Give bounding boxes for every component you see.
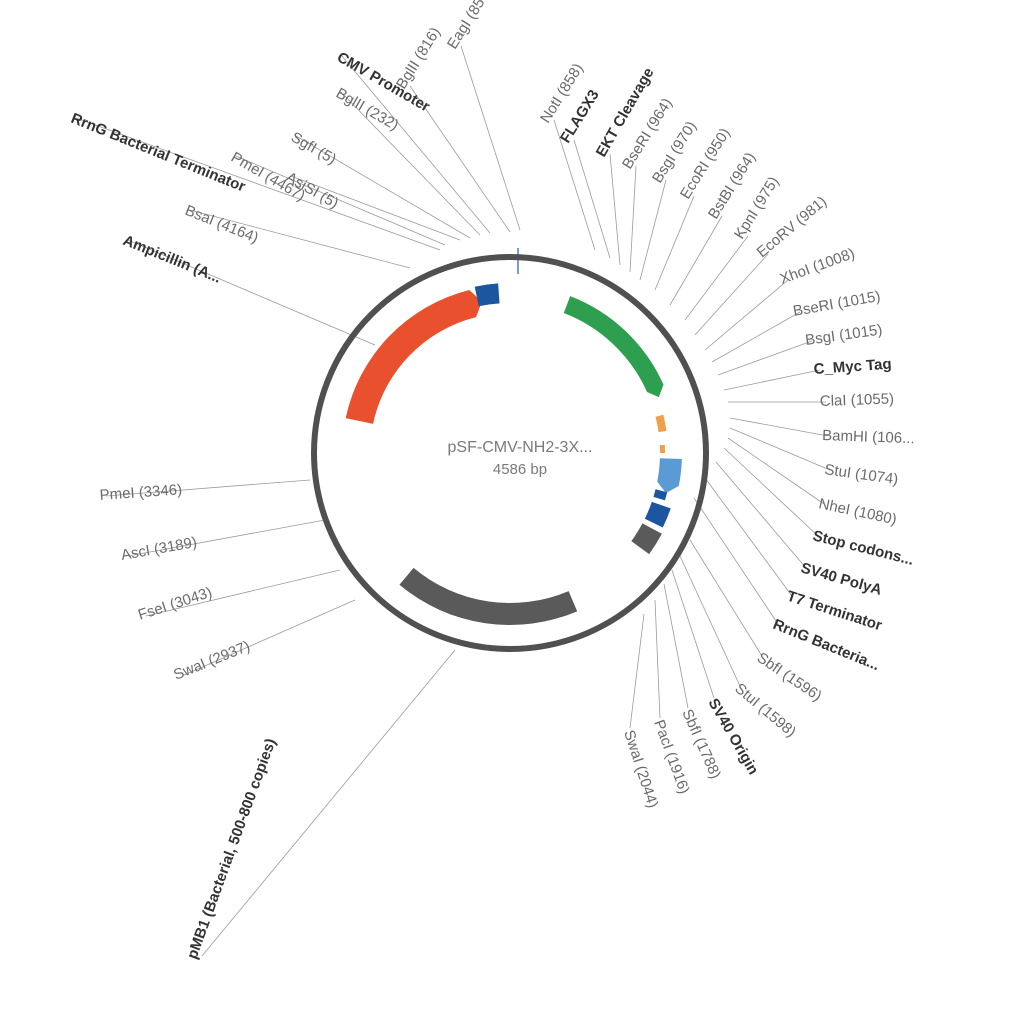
label-c-myc-tag: C_Myc Tag xyxy=(813,356,892,378)
leader-sbfi-1596-31 xyxy=(689,539,763,657)
leader-xhoi-1008-19 xyxy=(704,279,789,351)
leader-t7-terminator-29 xyxy=(704,477,793,597)
feature-pmb1-bacterial-500-800-copies xyxy=(399,567,578,625)
label-fsei-3043: FseI (3043) xyxy=(136,584,214,624)
leader-swai-2937-38 xyxy=(181,599,356,677)
leader-pmb1-bacterial-500-800-copies-37 xyxy=(201,649,456,957)
leader-pmei-3346-41 xyxy=(105,479,311,497)
feature-stop-codons xyxy=(659,444,665,453)
leader-bsai-4164-8 xyxy=(189,209,411,269)
leader-rrng-bacteria-30 xyxy=(693,497,779,625)
leader-sv40-polya-28 xyxy=(715,461,807,569)
label-sbfi-1596: SbfI (1596) xyxy=(754,649,825,705)
leader-ecori-950-15 xyxy=(654,195,695,291)
leader-stop-codons-27 xyxy=(723,447,819,537)
label-bsai-4164: BsaI (4164) xyxy=(183,202,261,247)
label-stui-1598: StuI (1598) xyxy=(731,680,799,741)
leader-pmei-4467-6 xyxy=(235,155,446,246)
label-stop-codons: Stop codons... xyxy=(811,527,915,568)
leader-bseri-964-13 xyxy=(629,165,637,273)
label-bamhi-106: BamHI (106... xyxy=(822,427,915,447)
leader-bglii-816-1 xyxy=(409,85,511,233)
label-eagi-856: EagI (856) xyxy=(444,0,496,52)
leader-bseri-1015-20 xyxy=(711,311,801,363)
label-sgfi-5: SgfI (5) xyxy=(288,129,339,168)
label-clai-1055: ClaI (1055) xyxy=(820,390,895,410)
label-asci-3189: AscI (3189) xyxy=(120,534,198,564)
leader-cmv-promoter-2 xyxy=(341,55,491,234)
label-bseri-1015: BseRI (1015) xyxy=(792,288,882,320)
leader-c-myc-tag-22 xyxy=(723,369,821,391)
label-swai-2937: SwaI (2937) xyxy=(171,638,252,684)
leader-ecorv-981-18 xyxy=(694,253,769,336)
plasmid-name: pSF-CMV-NH2-3X... xyxy=(448,439,593,456)
leader-asci-3189-40 xyxy=(127,519,326,557)
leader-ekt-cleavage-12 xyxy=(609,153,621,266)
feature-sv40-origin xyxy=(631,523,662,555)
leader-bglii-232-3 xyxy=(340,91,481,236)
leader-ampicillin-a-9 xyxy=(127,239,376,346)
feature-ampicillin-a xyxy=(345,289,482,424)
leader-asisi-5-5 xyxy=(290,175,461,241)
leader-sgfi-5-4 xyxy=(295,135,471,239)
leader-fsei-3043-39 xyxy=(145,569,341,617)
label-stui-1074: StuI (1074) xyxy=(823,461,899,488)
feature-t7-terminator xyxy=(653,489,668,501)
leader-stui-1074-25 xyxy=(729,427,831,471)
label-bsgi-1015: BsgI (1015) xyxy=(804,321,883,349)
leader-bstbi-964-16 xyxy=(669,215,723,306)
leader-noti-858-10 xyxy=(553,119,596,251)
leader-flagx3-11 xyxy=(573,139,611,259)
feature-c-myc-tag xyxy=(655,414,667,433)
leader-eagi-856-0 xyxy=(460,45,521,231)
leader-kpni-975-17 xyxy=(684,235,749,321)
label-swai-2044: SwaI (2044) xyxy=(620,728,661,810)
label-sv40-polya: SV40 PolyA xyxy=(799,560,884,599)
label-pmb1-bacterial-500-800-copies: pMB1 (Bacterial, 500-800 copies) xyxy=(184,736,280,961)
label-xhoi-1008: XhoI (1008) xyxy=(778,245,857,288)
leader-rrng-bacterial-terminator-7 xyxy=(75,117,441,251)
leader-bsgi-970-14 xyxy=(639,179,667,281)
leader-bamhi-106-24 xyxy=(729,417,829,437)
label-rrng-bacterial-terminator: RrnG Bacterial Terminator xyxy=(69,110,248,196)
plasmid-length: 4586 bp xyxy=(493,461,547,478)
feature-sv40-polya xyxy=(657,458,682,494)
leader-nhei-1080-26 xyxy=(727,437,825,505)
feature-rrng-bacteria xyxy=(644,501,671,528)
feature-layer xyxy=(345,248,682,625)
leader-sbfi-1788-34 xyxy=(663,583,689,709)
leader-swai-2044-36 xyxy=(629,613,645,729)
feature-green-arc xyxy=(563,296,664,398)
plasmid-backbone xyxy=(311,254,709,652)
label-pmei-3346: PmeI (3346) xyxy=(99,481,183,504)
label-nhei-1080: NheI (1080) xyxy=(817,495,898,528)
leader-paci-1916-35 xyxy=(654,599,661,719)
leader-lines xyxy=(75,45,831,957)
feature-rrng-bacterial-terminator xyxy=(474,283,500,307)
leader-stui-1598-32 xyxy=(679,555,741,687)
leader-bsgi-1015-21 xyxy=(717,340,813,376)
label-ampicillin-a: Ampicillin (A... xyxy=(121,232,224,287)
leader-sv40-origin-33 xyxy=(671,569,715,699)
